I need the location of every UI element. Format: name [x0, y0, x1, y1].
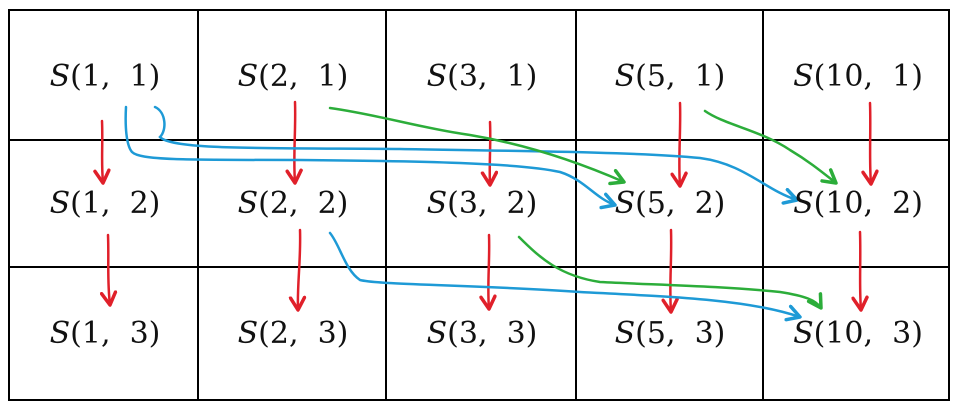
- red-arrow-s10-2-to-s10-3: [851, 230, 869, 312]
- red-arrow-s3-2-to-s3-3: [479, 233, 497, 311]
- cell-s-3-2: S(3, 2): [427, 186, 538, 221]
- cell-s-10-3: S(10, 3): [793, 316, 923, 351]
- cell-s-2-2: S(2, 2): [238, 186, 349, 221]
- red-arrow-s1-1-to-s1-2: [93, 119, 111, 185]
- cell-s-5-3: S(5, 3): [615, 316, 726, 351]
- red-arrow-s2-2-to-s2-3: [288, 228, 307, 312]
- cell-s-5-1: S(5, 1): [615, 59, 726, 94]
- cell-s-1-1: S(1, 1): [50, 59, 161, 94]
- red-arrow-s5-2-to-s5-3: [661, 228, 679, 314]
- red-arrow-s5-1-to-s5-2: [670, 101, 688, 188]
- cell-s-5-2: S(5, 2): [615, 186, 726, 221]
- cell-s-10-1: S(10, 1): [793, 59, 923, 94]
- green-arrow-s5-1-to-s10-2: [703, 109, 838, 185]
- cell-s-1-3: S(1, 3): [50, 316, 161, 351]
- grid-border: [8, 9, 950, 401]
- green-arrow-s2-1-to-s5-2: [328, 106, 626, 186]
- green-arrow-s3-2-to-s10-3: [517, 235, 823, 310]
- red-arrow-s10-1-to-s10-2: [861, 101, 879, 186]
- cell-s-2-1: S(2, 1): [238, 59, 349, 94]
- cell-labels: S(1, 1) S(2, 1) S(3, 1) S(5, 1) S(10, 1)…: [50, 59, 923, 351]
- green-arrows: [328, 106, 838, 310]
- grid-lines: [8, 9, 950, 401]
- blue-arrow-s2-2-to-s10-3: [328, 231, 802, 322]
- cell-s-10-2: S(10, 2): [793, 186, 923, 221]
- blue-arrow-s1-1-to-s5-2: [124, 105, 617, 210]
- cell-s-3-3: S(3, 3): [427, 316, 538, 351]
- blue-arrow-s1-1-to-s10-2: [153, 105, 799, 205]
- red-arrows: [93, 100, 879, 314]
- blue-arrows: [124, 105, 802, 322]
- cell-s-2-3: S(2, 3): [238, 316, 349, 351]
- cell-s-1-2: S(1, 2): [50, 186, 161, 221]
- red-arrow-s2-1-to-s2-2: [285, 100, 303, 185]
- red-arrow-s3-1-to-s3-2: [480, 120, 499, 187]
- red-arrow-s1-2-to-s1-3: [99, 233, 118, 307]
- cell-s-3-1: S(3, 1): [427, 59, 538, 94]
